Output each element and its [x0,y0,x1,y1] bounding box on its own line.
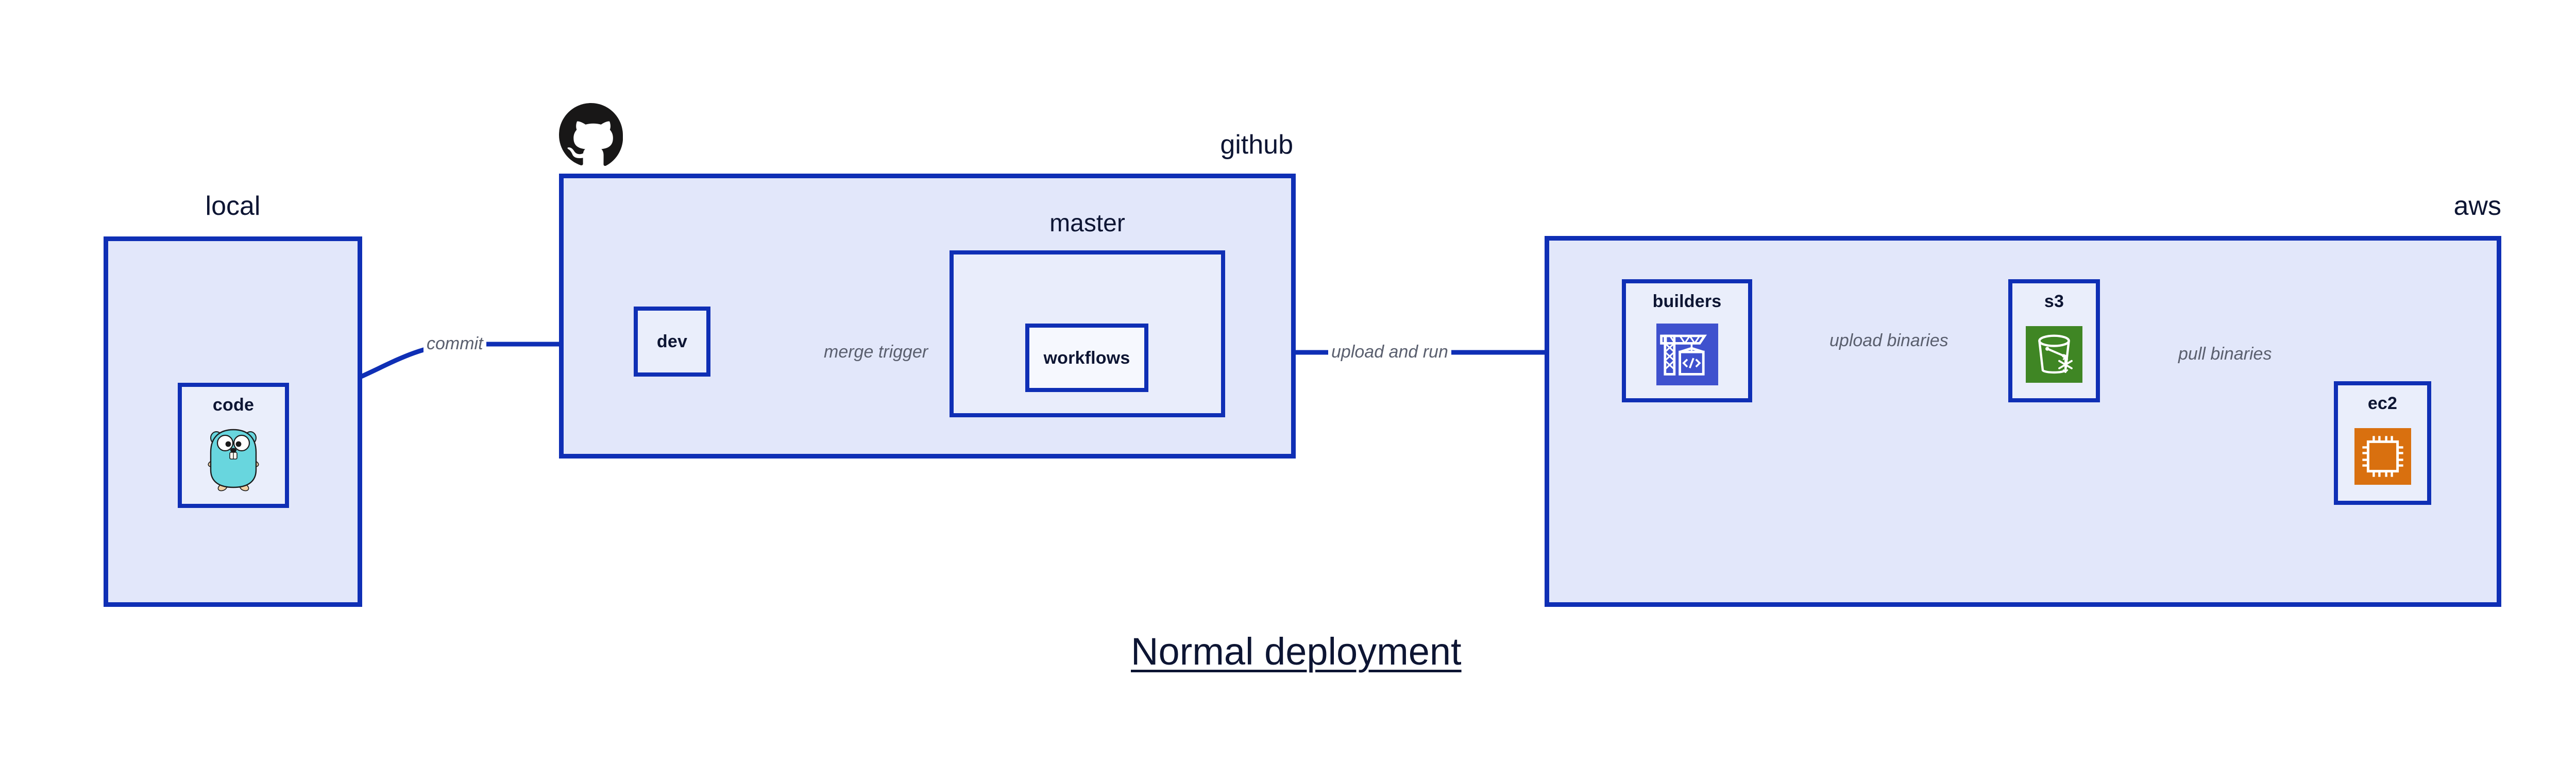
node-dev[interactable]: dev [634,307,710,377]
node-workflows-label: workflows [1043,348,1130,368]
edge-label-upload-and-run: upload and run [1328,343,1451,361]
node-s3-label: s3 [2044,292,2064,311]
github-octocat-logo [559,103,623,167]
group-label-github: github [1220,130,1293,160]
node-builders-label: builders [1652,292,1722,311]
group-label-aws: aws [2453,191,2501,221]
aws-ec2-chip-icon [2338,412,2427,501]
aws-s3-bucket-snowflake-icon [2012,310,2096,398]
group-label-master: master [1049,210,1125,237]
diagram-title: Normal deployment [1131,630,1462,673]
edge-label-commit: commit [423,335,486,352]
node-code-label: code [212,395,255,415]
node-ec2[interactable]: ec2 [2334,381,2431,505]
node-ec2-label: ec2 [2367,394,2398,413]
node-workflows[interactable]: workflows [1025,324,1148,392]
edge-label-merge-trigger: merge trigger [821,343,931,361]
edge-label-upload-binaries: upload binaries [1826,332,1952,349]
go-gopher-icon [182,414,285,504]
node-dev-label: dev [656,332,688,351]
node-code[interactable]: code [178,383,289,508]
edge-label-pull-binaries: pull binaries [2175,345,2275,363]
aws-codebuild-crane-icon [1626,310,1748,398]
node-s3[interactable]: s3 [2008,279,2100,402]
group-label-local: local [205,191,261,221]
node-builders[interactable]: builders [1622,279,1752,402]
